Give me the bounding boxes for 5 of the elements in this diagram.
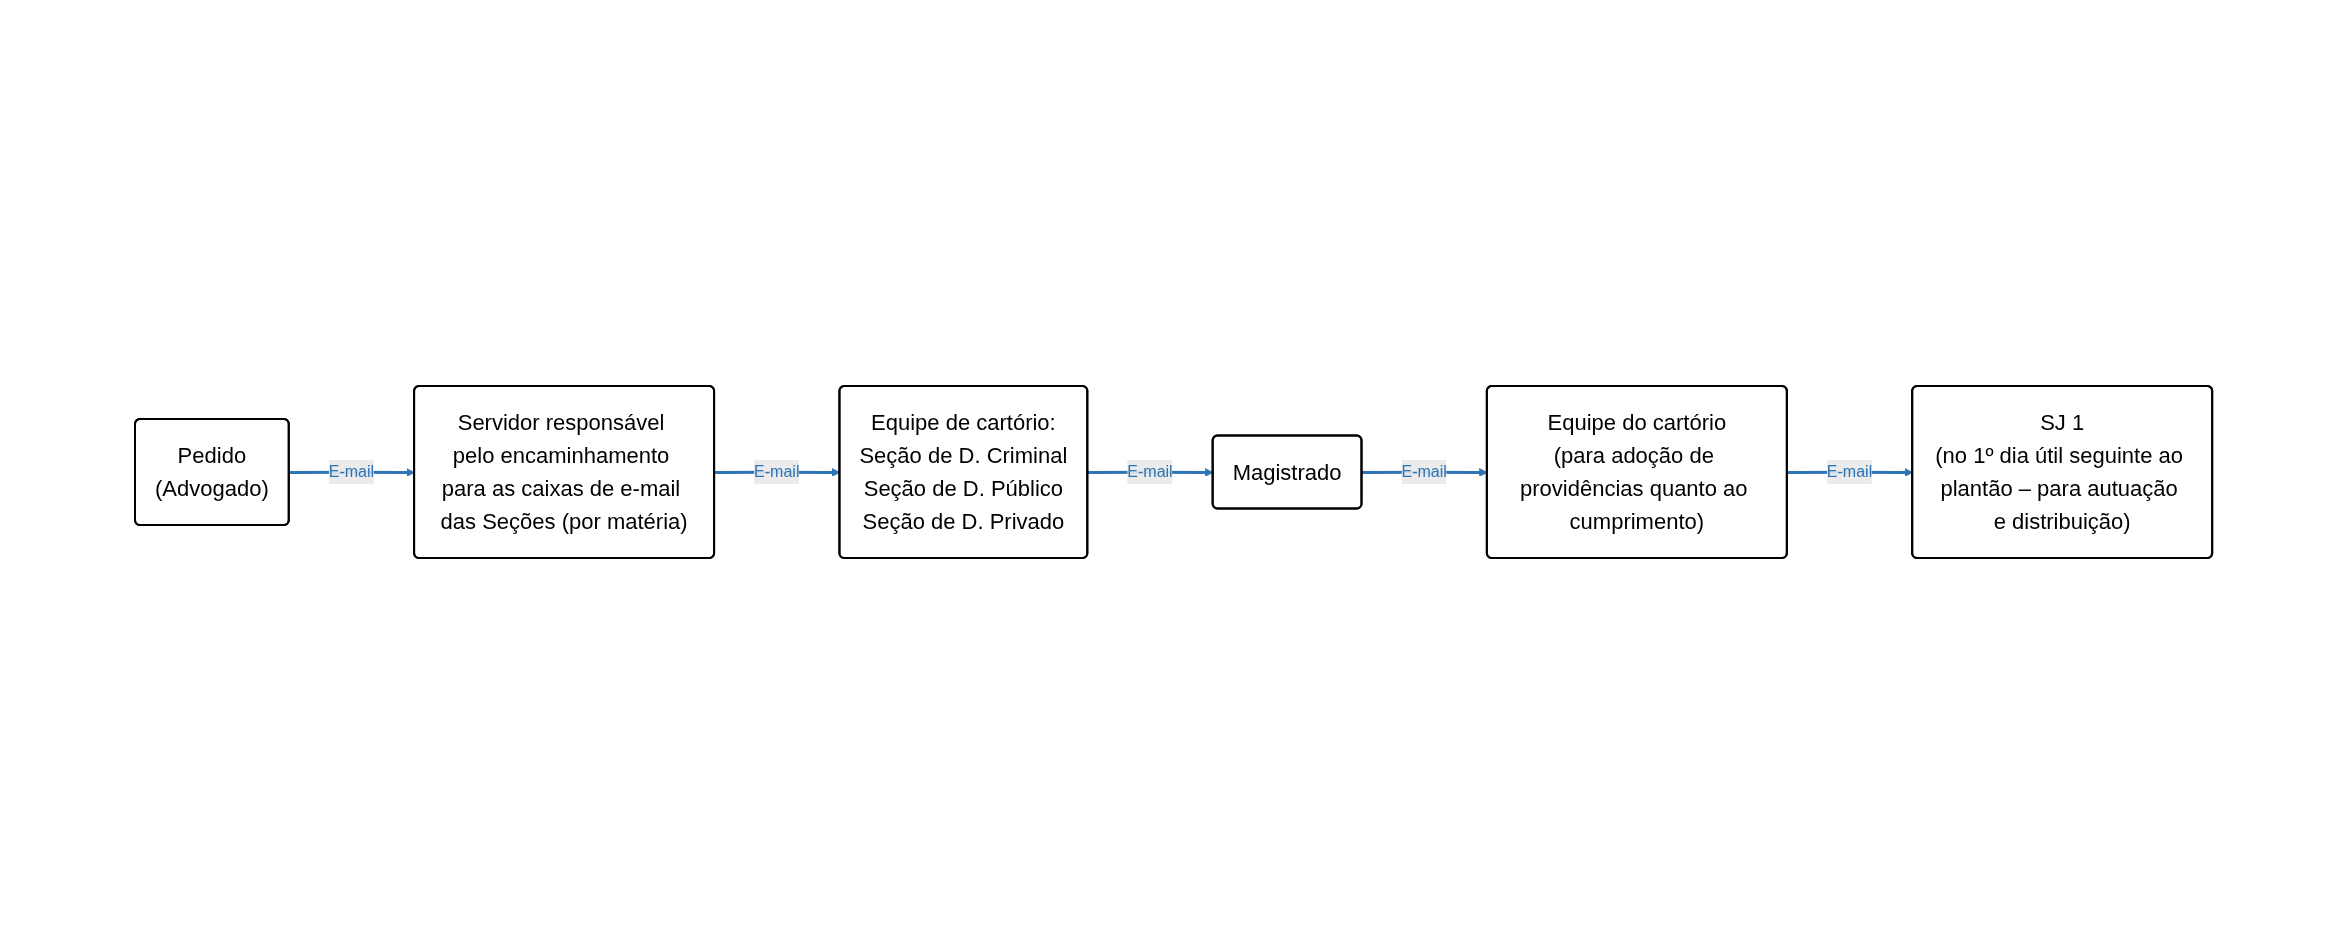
edge-label: E-mail xyxy=(754,463,800,480)
edge-label: E-mail xyxy=(329,463,375,480)
edge-label: E-mail xyxy=(1127,463,1174,480)
edge-label: E-mail xyxy=(1827,463,1873,480)
edge-label: E-mail xyxy=(1401,463,1448,480)
